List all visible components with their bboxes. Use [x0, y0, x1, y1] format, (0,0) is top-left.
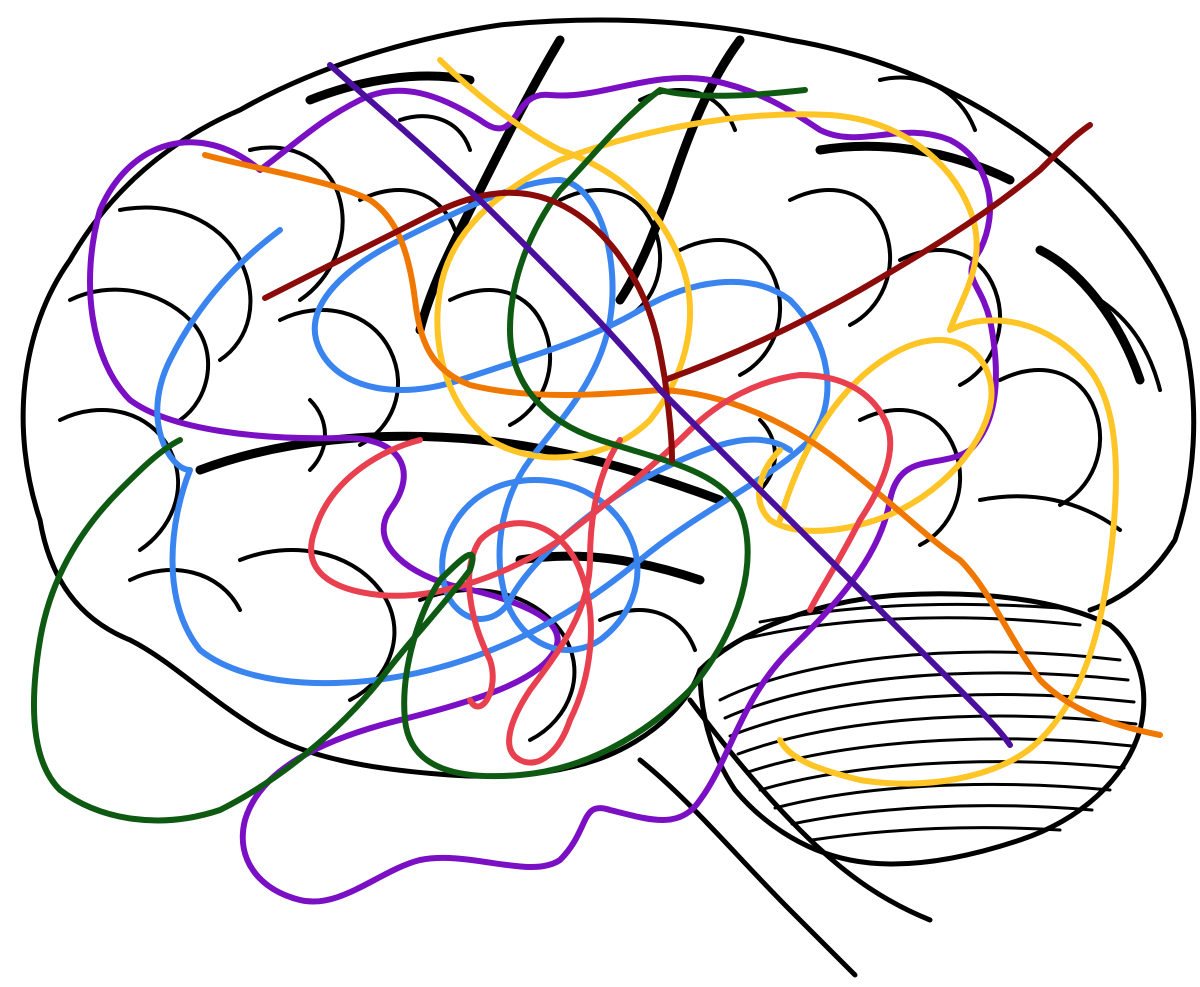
blue-scribble	[154, 177, 831, 687]
brain-outline	[20, 17, 1197, 978]
green-scribble	[31, 87, 808, 824]
dark-red-scribble	[262, 122, 1093, 463]
scribble-lines	[31, 57, 1163, 905]
indigo-scribble	[327, 62, 1013, 748]
red-scribble	[308, 372, 894, 766]
yellow-scribble	[434, 57, 1119, 787]
purple-scribble	[87, 74, 999, 905]
